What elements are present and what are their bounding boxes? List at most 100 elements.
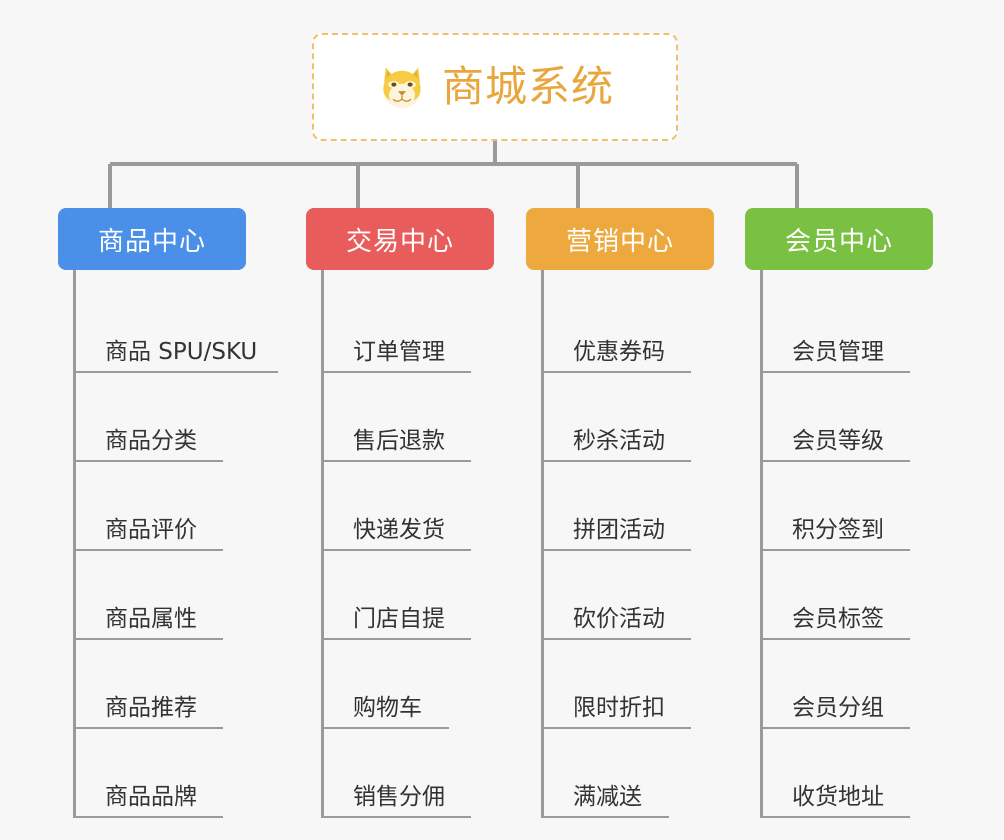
tree-item-label: 商品属性 (105, 606, 197, 632)
category-header-label: 交易中心 (345, 226, 454, 257)
category-column-trade-center: 交易中心订单管理售后退款快递发货门店自提购物车销售分佣 (306, 208, 494, 818)
shiba-dog-face-icon (376, 61, 428, 113)
tree-item-underline (760, 727, 910, 729)
tree-item[interactable]: 会员管理 (760, 270, 933, 373)
tree-item-label: 会员分组 (792, 695, 884, 721)
tree-item[interactable]: 商品 SPU/SKU (73, 270, 278, 373)
tree-item-label: 会员管理 (792, 339, 884, 365)
tree-item[interactable]: 商品评价 (73, 462, 246, 551)
tree-spine (541, 373, 544, 462)
category-items-marketing-center: 优惠券码秒杀活动拼团活动砍价活动限时折扣满减送 (541, 270, 714, 818)
tree-spine (541, 640, 544, 729)
category-header-marketing-center[interactable]: 营销中心 (526, 208, 714, 270)
tree-item-underline (541, 816, 669, 818)
tree-item-underline (73, 549, 223, 551)
tree-item-underline (321, 460, 471, 462)
tree-item[interactable]: 快递发货 (321, 462, 494, 551)
category-header-product-center[interactable]: 商品中心 (58, 208, 246, 270)
tree-item[interactable]: 会员等级 (760, 373, 933, 462)
tree-item-underline (760, 460, 910, 462)
tree-item-underline (541, 638, 691, 640)
tree-item[interactable]: 商品分类 (73, 373, 246, 462)
tree-spine (321, 373, 324, 462)
tree-item-label: 会员标签 (792, 606, 884, 632)
tree-item-label: 满减送 (573, 784, 642, 810)
tree-item[interactable]: 商品品牌 (73, 729, 246, 818)
tree-item[interactable]: 会员标签 (760, 551, 933, 640)
category-items-product-center: 商品 SPU/SKU 商品分类商品评价商品属性商品推荐商品品牌 (73, 270, 278, 818)
tree-spine (73, 462, 76, 551)
tree-item[interactable]: 秒杀活动 (541, 373, 714, 462)
tree-item-label: 会员等级 (792, 428, 884, 454)
category-header-member-center[interactable]: 会员中心 (745, 208, 933, 270)
tree-item-label: 收货地址 (792, 784, 884, 810)
tree-item-label: 门店自提 (353, 606, 445, 632)
tree-item[interactable]: 售后退款 (321, 373, 494, 462)
tree-item-label: 商品推荐 (105, 695, 197, 721)
tree-item[interactable]: 优惠券码 (541, 270, 714, 373)
tree-item-label: 商品分类 (105, 428, 197, 454)
tree-item[interactable]: 拼团活动 (541, 462, 714, 551)
tree-spine (73, 729, 76, 818)
tree-spine (760, 729, 763, 818)
tree-item[interactable]: 订单管理 (321, 270, 494, 373)
tree-spine (541, 462, 544, 551)
tree-spine (321, 270, 324, 373)
tree-spine (73, 640, 76, 729)
tree-item-label: 销售分佣 (353, 784, 445, 810)
tree-item-underline (760, 371, 910, 373)
tree-item-label: 快递发货 (353, 517, 445, 543)
tree-item[interactable]: 会员分组 (760, 640, 933, 729)
tree-spine (760, 640, 763, 729)
tree-item-underline (541, 371, 691, 373)
tree-item-underline (321, 549, 471, 551)
tree-item[interactable]: 满减送 (541, 729, 714, 818)
tree-item-label: 拼团活动 (573, 517, 665, 543)
tree-item-underline (73, 727, 223, 729)
tree-item-underline (760, 638, 910, 640)
category-header-label: 营销中心 (565, 226, 674, 257)
category-items-member-center: 会员管理会员等级积分签到会员标签会员分组收货地址 (760, 270, 933, 818)
tree-item[interactable]: 商品属性 (73, 551, 246, 640)
tree-item[interactable]: 砍价活动 (541, 551, 714, 640)
tree-item[interactable]: 收货地址 (760, 729, 933, 818)
tree-item-underline (73, 816, 223, 818)
tree-item-label: 砍价活动 (573, 606, 665, 632)
tree-spine (760, 462, 763, 551)
category-column-marketing-center: 营销中心优惠券码秒杀活动拼团活动砍价活动限时折扣满减送 (526, 208, 714, 818)
tree-item[interactable]: 销售分佣 (321, 729, 494, 818)
tree-item-label: 秒杀活动 (573, 428, 665, 454)
tree-item-underline (541, 549, 691, 551)
tree-spine (541, 551, 544, 640)
tree-spine (541, 270, 544, 373)
tree-item-label: 商品 SPU/SKU (105, 339, 258, 365)
tree-spine (541, 729, 544, 818)
tree-item-underline (760, 549, 910, 551)
tree-item-underline (321, 816, 471, 818)
tree-spine (760, 373, 763, 462)
category-header-label: 会员中心 (784, 226, 893, 257)
tree-spine (760, 551, 763, 640)
category-header-trade-center[interactable]: 交易中心 (306, 208, 494, 270)
tree-item-underline (760, 816, 910, 818)
tree-item-underline (321, 727, 449, 729)
tree-spine (321, 729, 324, 818)
tree-item[interactable]: 商品推荐 (73, 640, 246, 729)
tree-item[interactable]: 购物车 (321, 640, 494, 729)
root-node[interactable]: 商城系统 (312, 33, 678, 141)
tree-item-underline (321, 371, 471, 373)
tree-item[interactable]: 门店自提 (321, 551, 494, 640)
tree-spine (321, 640, 324, 729)
tree-item[interactable]: 积分签到 (760, 462, 933, 551)
tree-item-underline (73, 460, 223, 462)
tree-item-label: 限时折扣 (573, 695, 665, 721)
tree-item[interactable]: 限时折扣 (541, 640, 714, 729)
tree-item-label: 商品品牌 (105, 784, 197, 810)
tree-item-label: 积分签到 (792, 517, 884, 543)
tree-item-underline (541, 460, 691, 462)
tree-spine (760, 270, 763, 373)
category-column-member-center: 会员中心会员管理会员等级积分签到会员标签会员分组收货地址 (745, 208, 933, 818)
tree-item-label: 商品评价 (105, 517, 197, 543)
tree-item-label: 售后退款 (353, 428, 445, 454)
